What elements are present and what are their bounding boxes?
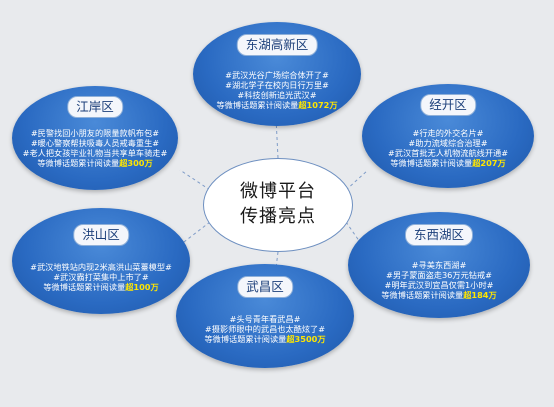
center-title: 微博平台 传播亮点: [203, 158, 353, 252]
node-dongxihu: 东西湖区 #寻美东西湖# #男子蒙面盗走36万元钻戒# #明年武汉到宜昌仅需1小…: [348, 212, 530, 318]
topic-line: #武汉首批无人机物流航线开通#: [387, 148, 509, 158]
center-title-line1: 微博平台: [240, 181, 316, 202]
node-label-wuchang: 武昌区: [237, 276, 293, 298]
topic-line: #武汉光谷广场综合体开了#: [225, 70, 329, 80]
stat-prefix: 等微博话题累计阅读量: [43, 282, 126, 292]
topic-line: #头号青年看武昌#: [229, 314, 301, 324]
stat-prefix: 等微博话题累计阅读量: [216, 100, 299, 110]
read-count-highlight: 超1072万: [298, 100, 338, 110]
stat-prefix: 等微博话题累计阅读量: [390, 158, 473, 168]
connector-donghu: [275, 117, 279, 159]
node-label-jingkai: 经开区: [420, 94, 476, 116]
topic-line: #行走的外交名片#: [412, 128, 484, 138]
topic-line: #湖北学子在校内日行万里#: [225, 80, 329, 90]
read-count-highlight: 超300万: [119, 158, 153, 168]
node-label-dongxihu: 东西湖区: [404, 224, 474, 246]
node-jiangan: 江岸区 #民警找回小朋友的限量款帆布包# #暖心警察帮扶吸毒人员戒毒重生# #老…: [12, 86, 178, 190]
topic-line: #武汉霸打菜集中上市了#: [53, 272, 149, 282]
node-wuchang: 武昌区 #头号青年看武昌# #摄影师眼中的武昌也太酷炫了# 等微博话题累计阅读量…: [176, 264, 354, 368]
node-donghu: 东湖高新区 #武汉光谷广场综合体开了# #湖北学子在校内日行万里# #科技创新追…: [193, 22, 361, 126]
topic-line: #老人把女孩毕业礼物当共享单车骑走#: [22, 148, 168, 158]
stat-prefix: 等微博话题累计阅读量: [381, 290, 464, 300]
topic-line: #暖心警察帮扶吸毒人员戒毒重生#: [30, 138, 160, 148]
topic-line: #男子蒙面盗走36万元钻戒#: [385, 270, 492, 280]
node-hongshan: 洪山区 #武汉地铁站内现2米高洪山菜薹模型# #武汉霸打菜集中上市了# 等微博话…: [12, 208, 190, 314]
node-label-donghu: 东湖高新区: [236, 34, 318, 56]
topic-line: #摄影师眼中的武昌也太酷炫了#: [204, 324, 326, 334]
node-label-jiangan: 江岸区: [67, 96, 123, 118]
topic-line: #助力流域综合治理#: [408, 138, 488, 148]
read-count-highlight: 超3500万: [286, 334, 326, 344]
stat-prefix: 等微博话题累计阅读量: [37, 158, 120, 168]
node-label-hongshan: 洪山区: [73, 224, 129, 246]
center-title-line2: 传播亮点: [240, 206, 316, 227]
connector-jiangan: [179, 169, 211, 191]
topic-line: #民警找回小朋友的限量款帆布包#: [30, 128, 160, 138]
topic-line: #明年武汉到宜昌仅需1小时#: [384, 280, 494, 290]
stat-prefix: 等微博话题累计阅读量: [204, 334, 287, 344]
topic-line: #寻美东西湖#: [411, 260, 467, 270]
read-count-highlight: 超100万: [125, 282, 159, 292]
connector-hongshan: [179, 221, 211, 246]
connector-dongxihu: [345, 221, 363, 246]
connector-jingkai: [345, 169, 369, 191]
topic-line: #武汉地铁站内现2米高洪山菜薹模型#: [30, 262, 172, 272]
node-jingkai: 经开区 #行走的外交名片# #助力流域综合治理# #武汉首批无人机物流航线开通#…: [362, 84, 534, 188]
topic-line: #科技创新追光武汉#: [237, 90, 317, 100]
read-count-highlight: 超184万: [463, 290, 497, 300]
read-count-highlight: 超207万: [472, 158, 506, 168]
